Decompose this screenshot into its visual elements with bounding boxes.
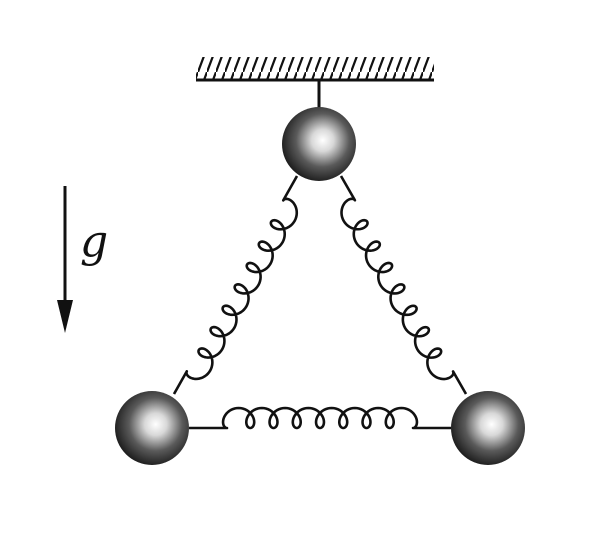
masses [115, 107, 525, 465]
ceiling-support [196, 57, 434, 82]
spring-top-left [172, 175, 299, 395]
gravity-arrow-head [57, 300, 73, 333]
ball-top [282, 107, 356, 181]
ceiling-hatching [196, 57, 434, 79]
gravity-indicator: g [57, 186, 108, 333]
springs [172, 175, 468, 430]
spring-top-right [339, 175, 468, 395]
ball-bottom-right [451, 391, 525, 465]
gravity-label: g [80, 216, 108, 267]
ball-bottom-left [115, 391, 189, 465]
spring-bottom [189, 406, 451, 430]
